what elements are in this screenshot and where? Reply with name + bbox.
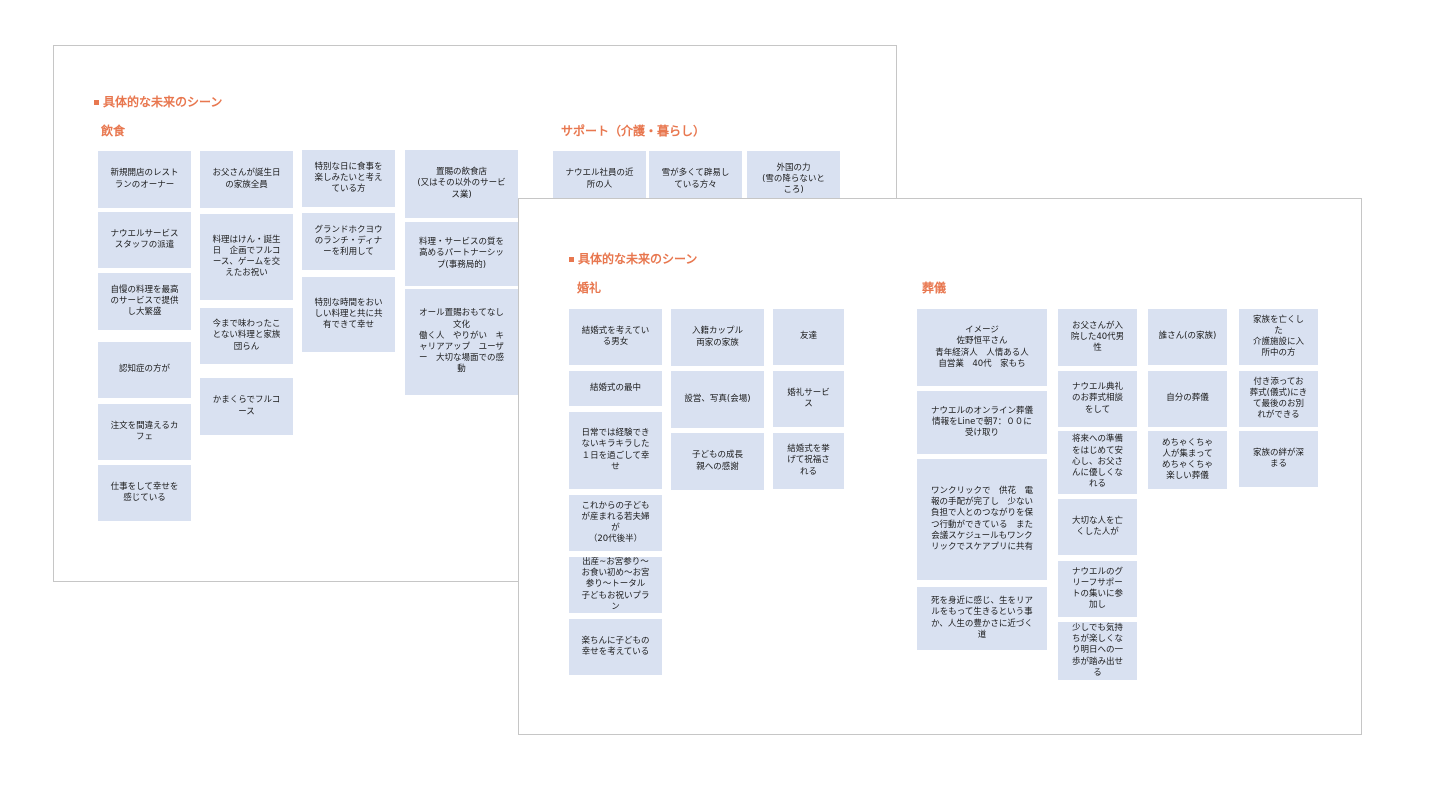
sticky-note[interactable]: 大切な人を亡 くした人が [1058,499,1137,555]
sticky-note[interactable]: 料理・サービスの質を 高めるパートナーシッ プ(事務局的) [405,222,518,286]
sticky-note[interactable]: 特別な日に食事を 楽しみたいと考え ている方 [302,150,395,207]
sticky-note[interactable]: これからの子ども が産まれる若夫婦 が （20代後半） [569,495,662,551]
slide-title: 具体的な未来のシーン [569,250,697,267]
bullet-square-icon [94,100,99,105]
sticky-note[interactable]: 自慢の料理を最高 のサービスで提供 し大繁盛 [98,273,191,330]
sticky-note[interactable]: 置賜の飲食店 (又はその以外のサービ ス業) [405,150,518,218]
sticky-note[interactable]: 家族を亡くし た 介護施設に入 所中の方 [1239,309,1318,365]
sticky-note[interactable]: 婚礼サービ ス [773,371,844,427]
sticky-note[interactable]: 友達 [773,309,844,365]
sticky-note[interactable]: かまくらでフルコ ース [200,378,293,435]
sticky-note[interactable]: ナウエルのオンライン葬儀 情報をLineで朝7：００に 受け取り [917,391,1047,454]
slide-title: 具体的な未来のシーン [94,93,222,110]
sticky-note[interactable]: オール置賜おもてなし 文化 働く人 やりがい キ ャリアアップ ユーザ ー 大切… [405,289,518,395]
sticky-note[interactable]: 特別な時間をおい しい料理と共に共 有できて幸せ [302,277,395,352]
sticky-note[interactable]: 将来への準備 をはじめて安 心し、お父さ んに優しくな れる [1058,431,1137,494]
sticky-note[interactable]: 出産~お宮参り～ お食い初め～お宮 参り～トータル 子どもお祝いプラ ン [569,557,662,613]
section-wedding-heading: 婚礼 [577,281,602,295]
sticky-note[interactable]: 死を身近に感じ、生をリア ルをもって生きるという事 か、人生の豊かさに近づく 道 [917,587,1047,650]
sticky-note[interactable]: 少しでも気持 ちが楽しくな り明日への一 歩が踏み出せ る [1058,622,1137,680]
section-support-heading: サポート（介護・暮らし） [561,124,706,138]
sticky-note[interactable]: ナウエル典礼 のお葬式相談 をして [1058,371,1137,427]
sticky-note[interactable]: 設営、写真(会場) [671,371,764,428]
sticky-note[interactable]: 仕事をして幸せを 感じている [98,465,191,521]
sticky-note[interactable]: イメージ 佐野恒平さん 青年経済人 人情ある人 自営業 40代 家もち [917,309,1047,386]
sticky-note[interactable]: 新規開店のレスト ランのオーナー [98,151,191,208]
sticky-note[interactable]: 入籍カップル 両家の家族 [671,309,764,366]
section-funeral-heading: 葬儀 [922,281,947,295]
sticky-note[interactable]: ワンクリックで 供花 電 報の手配が完了し 少ない 負担で人とのつながりを保 つ… [917,459,1047,580]
sticky-note[interactable]: 付き添ってお 葬式(儀式)にき て最後のお別 れができる [1239,371,1318,427]
section-food-heading: 飲食 [101,124,126,138]
sticky-note[interactable]: ナウエルのグ リーフサポー トの集いに参 加し [1058,561,1137,617]
sticky-note[interactable]: 注文を間違えるカ フェ [98,404,191,460]
sticky-note[interactable]: ナウエルサービス スタッフの派遣 [98,212,191,268]
sticky-note[interactable]: 日常では経験でき ないキラキラした １日を過ごして幸 せ [569,412,662,489]
sticky-note[interactable]: お父さんが誕生日 の家族全員 [200,151,293,208]
sticky-note[interactable]: 結婚式の最中 [569,371,662,406]
slide-wedding-funeral: 具体的な未来のシーン 婚礼 葬儀 結婚式を考えてい る男女 結婚式の最中 日常で… [518,198,1362,735]
sticky-note[interactable]: お父さんが入 院した40代男 性 [1058,309,1137,366]
sticky-note[interactable]: 今まで味わったこ とない料理と家族 団らん [200,308,293,364]
sticky-note[interactable]: 楽ちんに子どもの 幸せを考えている [569,619,662,675]
sticky-note[interactable]: 誰さん(の家族) [1148,309,1227,365]
sticky-note[interactable]: 料理はけん・誕生 日 企画でフルコ ース、ゲームを交 えたお祝い [200,214,293,300]
sticky-note[interactable]: めちゃくちゃ 人が集まって めちゃくちゃ 楽しい葬儀 [1148,431,1227,489]
sticky-note[interactable]: 結婚式を考えてい る男女 [569,309,662,365]
sticky-note[interactable]: グランドホクヨウ のランチ・ディナ ーを利用して [302,213,395,270]
bullet-square-icon [569,257,574,262]
sticky-note[interactable]: 認知症の方が [98,342,191,398]
sticky-note[interactable]: 結婚式を挙 げて祝福さ れる [773,433,844,489]
sticky-note[interactable]: 家族の絆が深 まる [1239,431,1318,487]
sticky-note[interactable]: 子どもの成長 親への感謝 [671,433,764,490]
sticky-note[interactable]: 自分の葬儀 [1148,371,1227,427]
